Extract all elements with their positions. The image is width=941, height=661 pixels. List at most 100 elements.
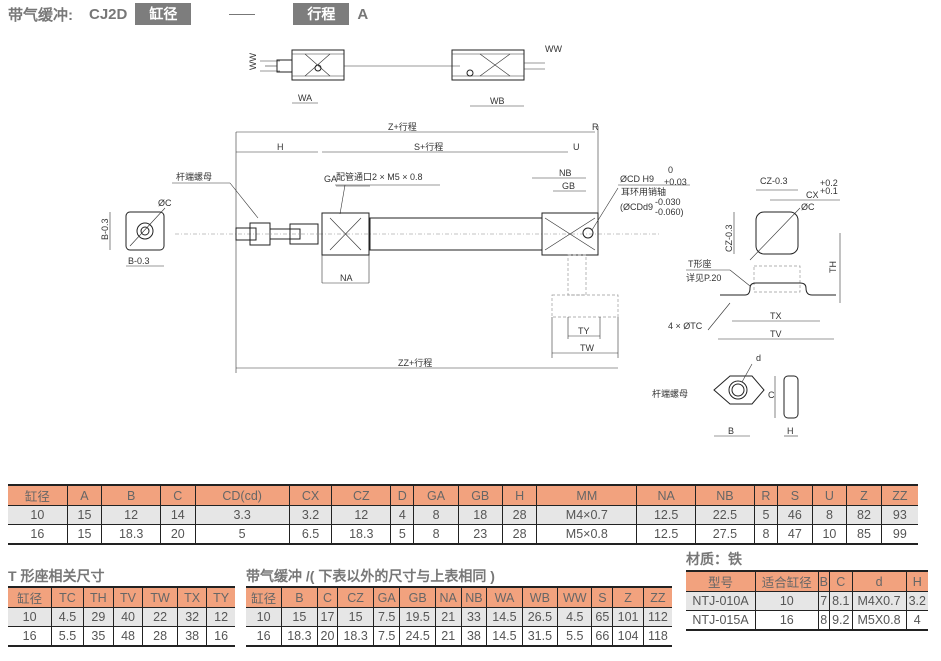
table-cell: 7 xyxy=(817,591,830,611)
model-code: CJ2D xyxy=(89,5,128,23)
dimension-label: U xyxy=(573,142,580,152)
table-cell: 32 xyxy=(177,607,207,627)
dimension-label: TH xyxy=(828,261,838,273)
dimension-label: CZ-0.3 xyxy=(760,176,788,186)
column-header: WW xyxy=(557,587,592,608)
table-cell: 14.5 xyxy=(486,626,523,646)
column-header: U xyxy=(811,485,847,506)
column-header: R xyxy=(753,485,778,506)
column-header: GB xyxy=(399,587,436,608)
column-header: B xyxy=(817,571,830,592)
column-header: TC xyxy=(51,587,84,608)
cushion-label: 带气缓冲: xyxy=(8,6,73,24)
table-cell: 82 xyxy=(846,505,882,525)
dimension-label: H xyxy=(787,426,794,436)
dimension-label: 4 × ØTC xyxy=(668,321,703,331)
table-cell: 21 xyxy=(434,626,462,646)
table-cell: 8 xyxy=(753,524,778,544)
column-header: C xyxy=(316,587,338,608)
column-header: WA xyxy=(486,587,523,608)
table-cell: M5×0.8 xyxy=(536,524,637,544)
column-header: C xyxy=(829,571,853,592)
table-cell: 16 xyxy=(256,629,271,643)
column-header: CX xyxy=(288,485,332,506)
column-header: GA xyxy=(413,485,459,506)
table-cell: 15 xyxy=(281,607,318,627)
dimension-label: +0.03 xyxy=(664,177,687,187)
dimension-label: H xyxy=(277,142,284,152)
dimension-label: GB xyxy=(562,181,575,191)
table-cell: 16 xyxy=(22,629,37,643)
table-cell: 18.3 xyxy=(101,524,161,544)
table-cell: 33 xyxy=(460,607,487,627)
table-cell: 3.2 xyxy=(288,505,332,525)
table-cell: 112 xyxy=(642,607,672,627)
table-cell: 12 xyxy=(101,505,161,525)
table-cell: 5.5 xyxy=(557,626,592,646)
column-header: GA xyxy=(372,587,400,608)
dimension-label: 配管通口2 × M5 × 0.8 xyxy=(336,171,423,182)
table-cell: 27.5 xyxy=(695,524,755,544)
table-cell: 22 xyxy=(142,607,178,627)
table-cell: 26.5 xyxy=(521,607,558,627)
column-header: 型号 xyxy=(686,571,756,592)
column-header: ZZ xyxy=(880,485,918,506)
table-cell: 5.5 xyxy=(51,626,84,646)
table-cell: 10 xyxy=(755,591,819,611)
table-cell: 93 xyxy=(880,505,918,525)
dimension-label: +0.1 xyxy=(820,186,838,196)
table-cell: 14 xyxy=(160,505,196,525)
column-header: S xyxy=(591,587,613,608)
table-cell: 4 xyxy=(390,505,414,525)
table-cell: M4X0.7 xyxy=(851,591,907,611)
dimension-label: WB xyxy=(490,96,505,106)
table-cell: 104 xyxy=(612,626,644,646)
table-cell: 14.5 xyxy=(486,607,523,627)
stroke-box: 行程 xyxy=(293,3,350,25)
dimension-label: Z+行程 xyxy=(388,121,417,132)
column-header: MM xyxy=(536,485,637,506)
dimension-label: ØC xyxy=(158,198,172,208)
column-header: TX xyxy=(177,587,207,608)
dimension-label: ØC xyxy=(801,202,815,212)
column-header: ZZ xyxy=(642,587,672,608)
column-header: CD(cd) xyxy=(194,485,290,506)
dimension-label: C xyxy=(768,390,775,400)
table-cell: 4 xyxy=(905,610,928,630)
column-header: D xyxy=(390,485,414,506)
table-cell: 6.5 xyxy=(288,524,332,544)
technical-drawing: WW WA WW WB Z+行程 R H S+行程 U NB GB GA 配管通… xyxy=(100,44,841,437)
table-cell: 22.5 xyxy=(695,505,755,525)
table-cell: 65 xyxy=(591,607,613,627)
dimension-label: ZZ+行程 xyxy=(398,357,432,368)
table-cell: 18 xyxy=(457,505,503,525)
table-cell: 66 xyxy=(591,626,613,646)
column-header: 缸径 xyxy=(246,587,282,608)
nut-table-title: 材质：铁 xyxy=(686,551,742,567)
dimension-label: NB xyxy=(559,168,572,178)
column-header: H xyxy=(905,571,928,592)
column-header: WB xyxy=(521,587,558,608)
table-cell: 101 xyxy=(612,607,644,627)
table-cell: 28 xyxy=(501,524,537,544)
table-cell: 7.5 xyxy=(372,607,400,627)
table-cell: 24.5 xyxy=(399,626,436,646)
dimension-label: TW xyxy=(580,343,594,353)
t-seat-view: CZ-0.3 CX+0.2+0.1 ØC CZ-0.3 TH T形座详见P.20… xyxy=(668,176,841,340)
dimension-label: 耳环用销轴 xyxy=(621,186,666,197)
table-cell: 31.5 xyxy=(521,626,558,646)
table-cell: 99 xyxy=(880,524,918,544)
table-cell: 7.5 xyxy=(372,626,400,646)
dimension-label: -0.060) xyxy=(655,207,684,217)
table-cell: 47 xyxy=(777,524,813,544)
table-cell: 38 xyxy=(460,626,487,646)
dimension-label: WW xyxy=(248,53,258,70)
top-view-left: WW WA xyxy=(248,49,460,104)
table-cell: 9.2 xyxy=(829,610,853,630)
table-cell: 38 xyxy=(177,626,207,646)
column-header: H xyxy=(501,485,537,506)
